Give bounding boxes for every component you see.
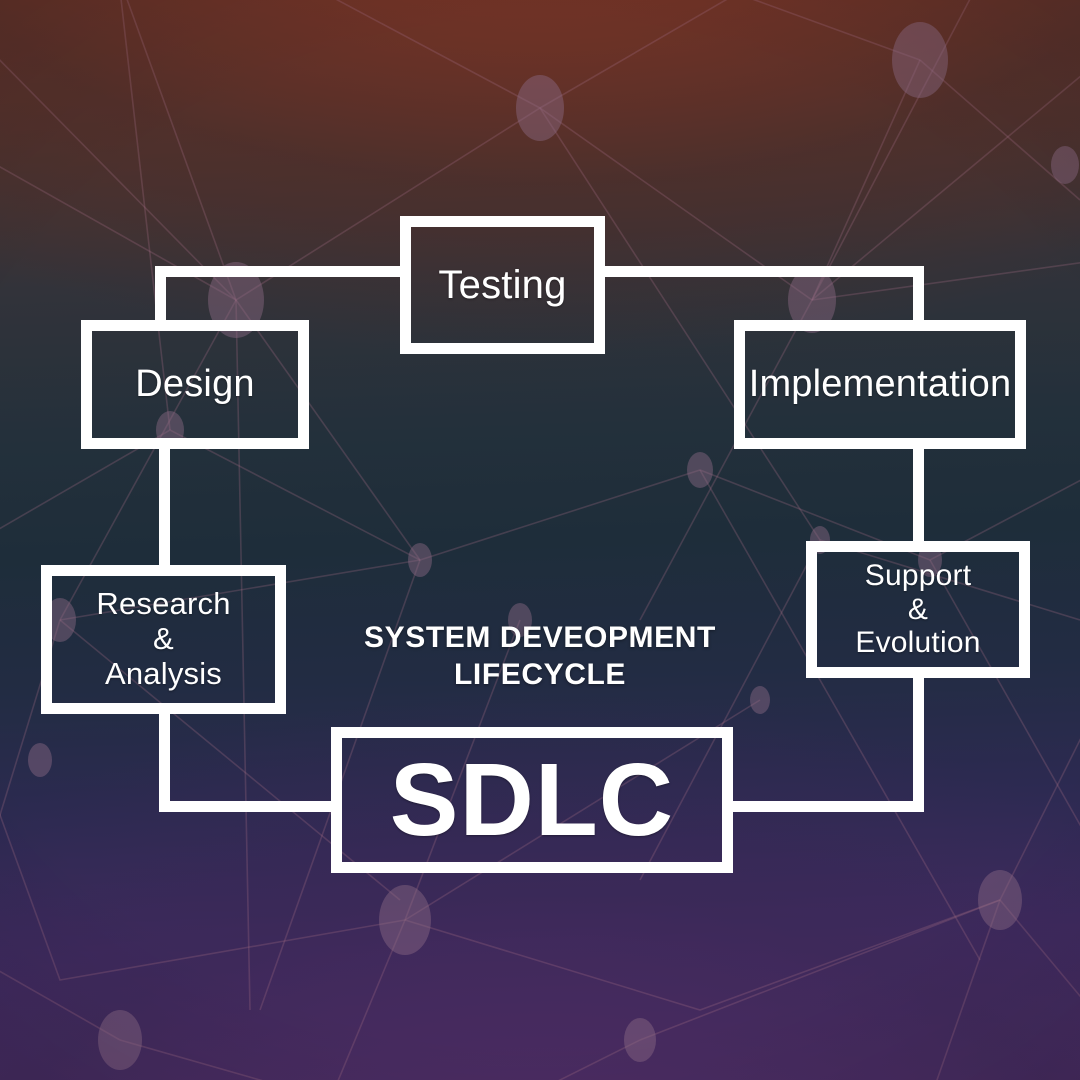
node-support-and-evolution[interactable]: Support & Evolution [806,541,1030,678]
node-research-label-line1: Research [96,586,231,622]
connector-design-to-research [159,443,170,571]
connector-research-to-sdlc-horizontal [159,801,339,812]
center-caption: SYSTEM DEVEOPMENT LIFECYCLE [330,620,750,693]
node-sdlc[interactable]: SDLC [331,727,733,873]
node-support-label-line2: & [907,592,929,626]
node-research-and-analysis[interactable]: Research & Analysis [41,565,286,714]
node-support-label-line3: Evolution [855,626,981,660]
node-support-label: Support & Evolution [855,559,980,660]
connector-support-to-sdlc-vertical [913,672,924,812]
connector-testing-to-implementation-vertical [913,266,924,324]
connector-support-to-sdlc-horizontal [726,801,924,812]
center-caption-line1: SYSTEM DEVEOPMENT [364,621,716,654]
node-sdlc-label: SDLC [389,742,675,858]
node-research-label: Research & Analysis [96,587,230,691]
node-implementation-label: Implementation [748,363,1012,406]
node-support-label-line1: Support [864,559,972,593]
node-design-label: Design [135,363,255,406]
node-testing-label: Testing [438,262,567,307]
connector-testing-to-implementation-horizontal [598,266,924,277]
node-research-label-line3: Analysis [104,655,223,691]
connector-research-to-sdlc-vertical [159,708,170,812]
node-testing[interactable]: Testing [400,216,605,354]
node-research-label-line2: & [153,621,174,657]
node-implementation[interactable]: Implementation [734,320,1026,449]
node-design[interactable]: Design [81,320,309,449]
connector-design-to-testing-horizontal [155,266,407,277]
center-caption-line2: LIFECYCLE [453,657,627,691]
connector-design-to-testing-vertical [155,266,166,324]
connector-implementation-to-support [913,443,924,547]
